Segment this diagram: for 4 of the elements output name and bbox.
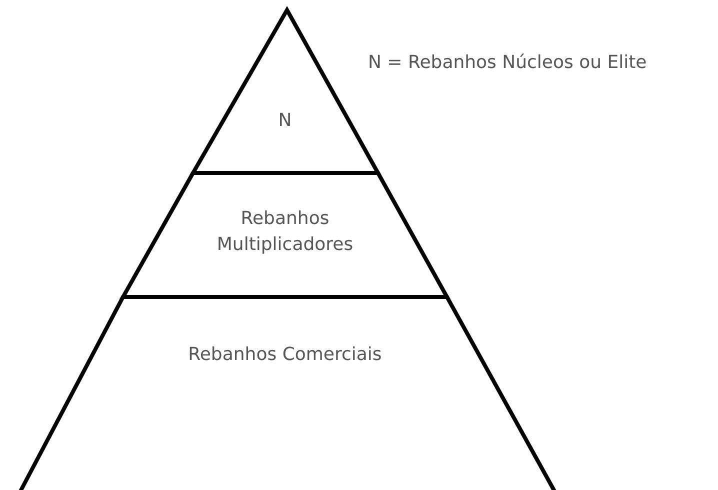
legend-note: N = Rebanhos Núcleos ou Elite (368, 52, 647, 73)
tier-label: Rebanhos Multiplicadores (216, 207, 354, 257)
tier-label: Rebanhos Comerciais (187, 343, 383, 367)
tier-label: N (277, 109, 293, 133)
